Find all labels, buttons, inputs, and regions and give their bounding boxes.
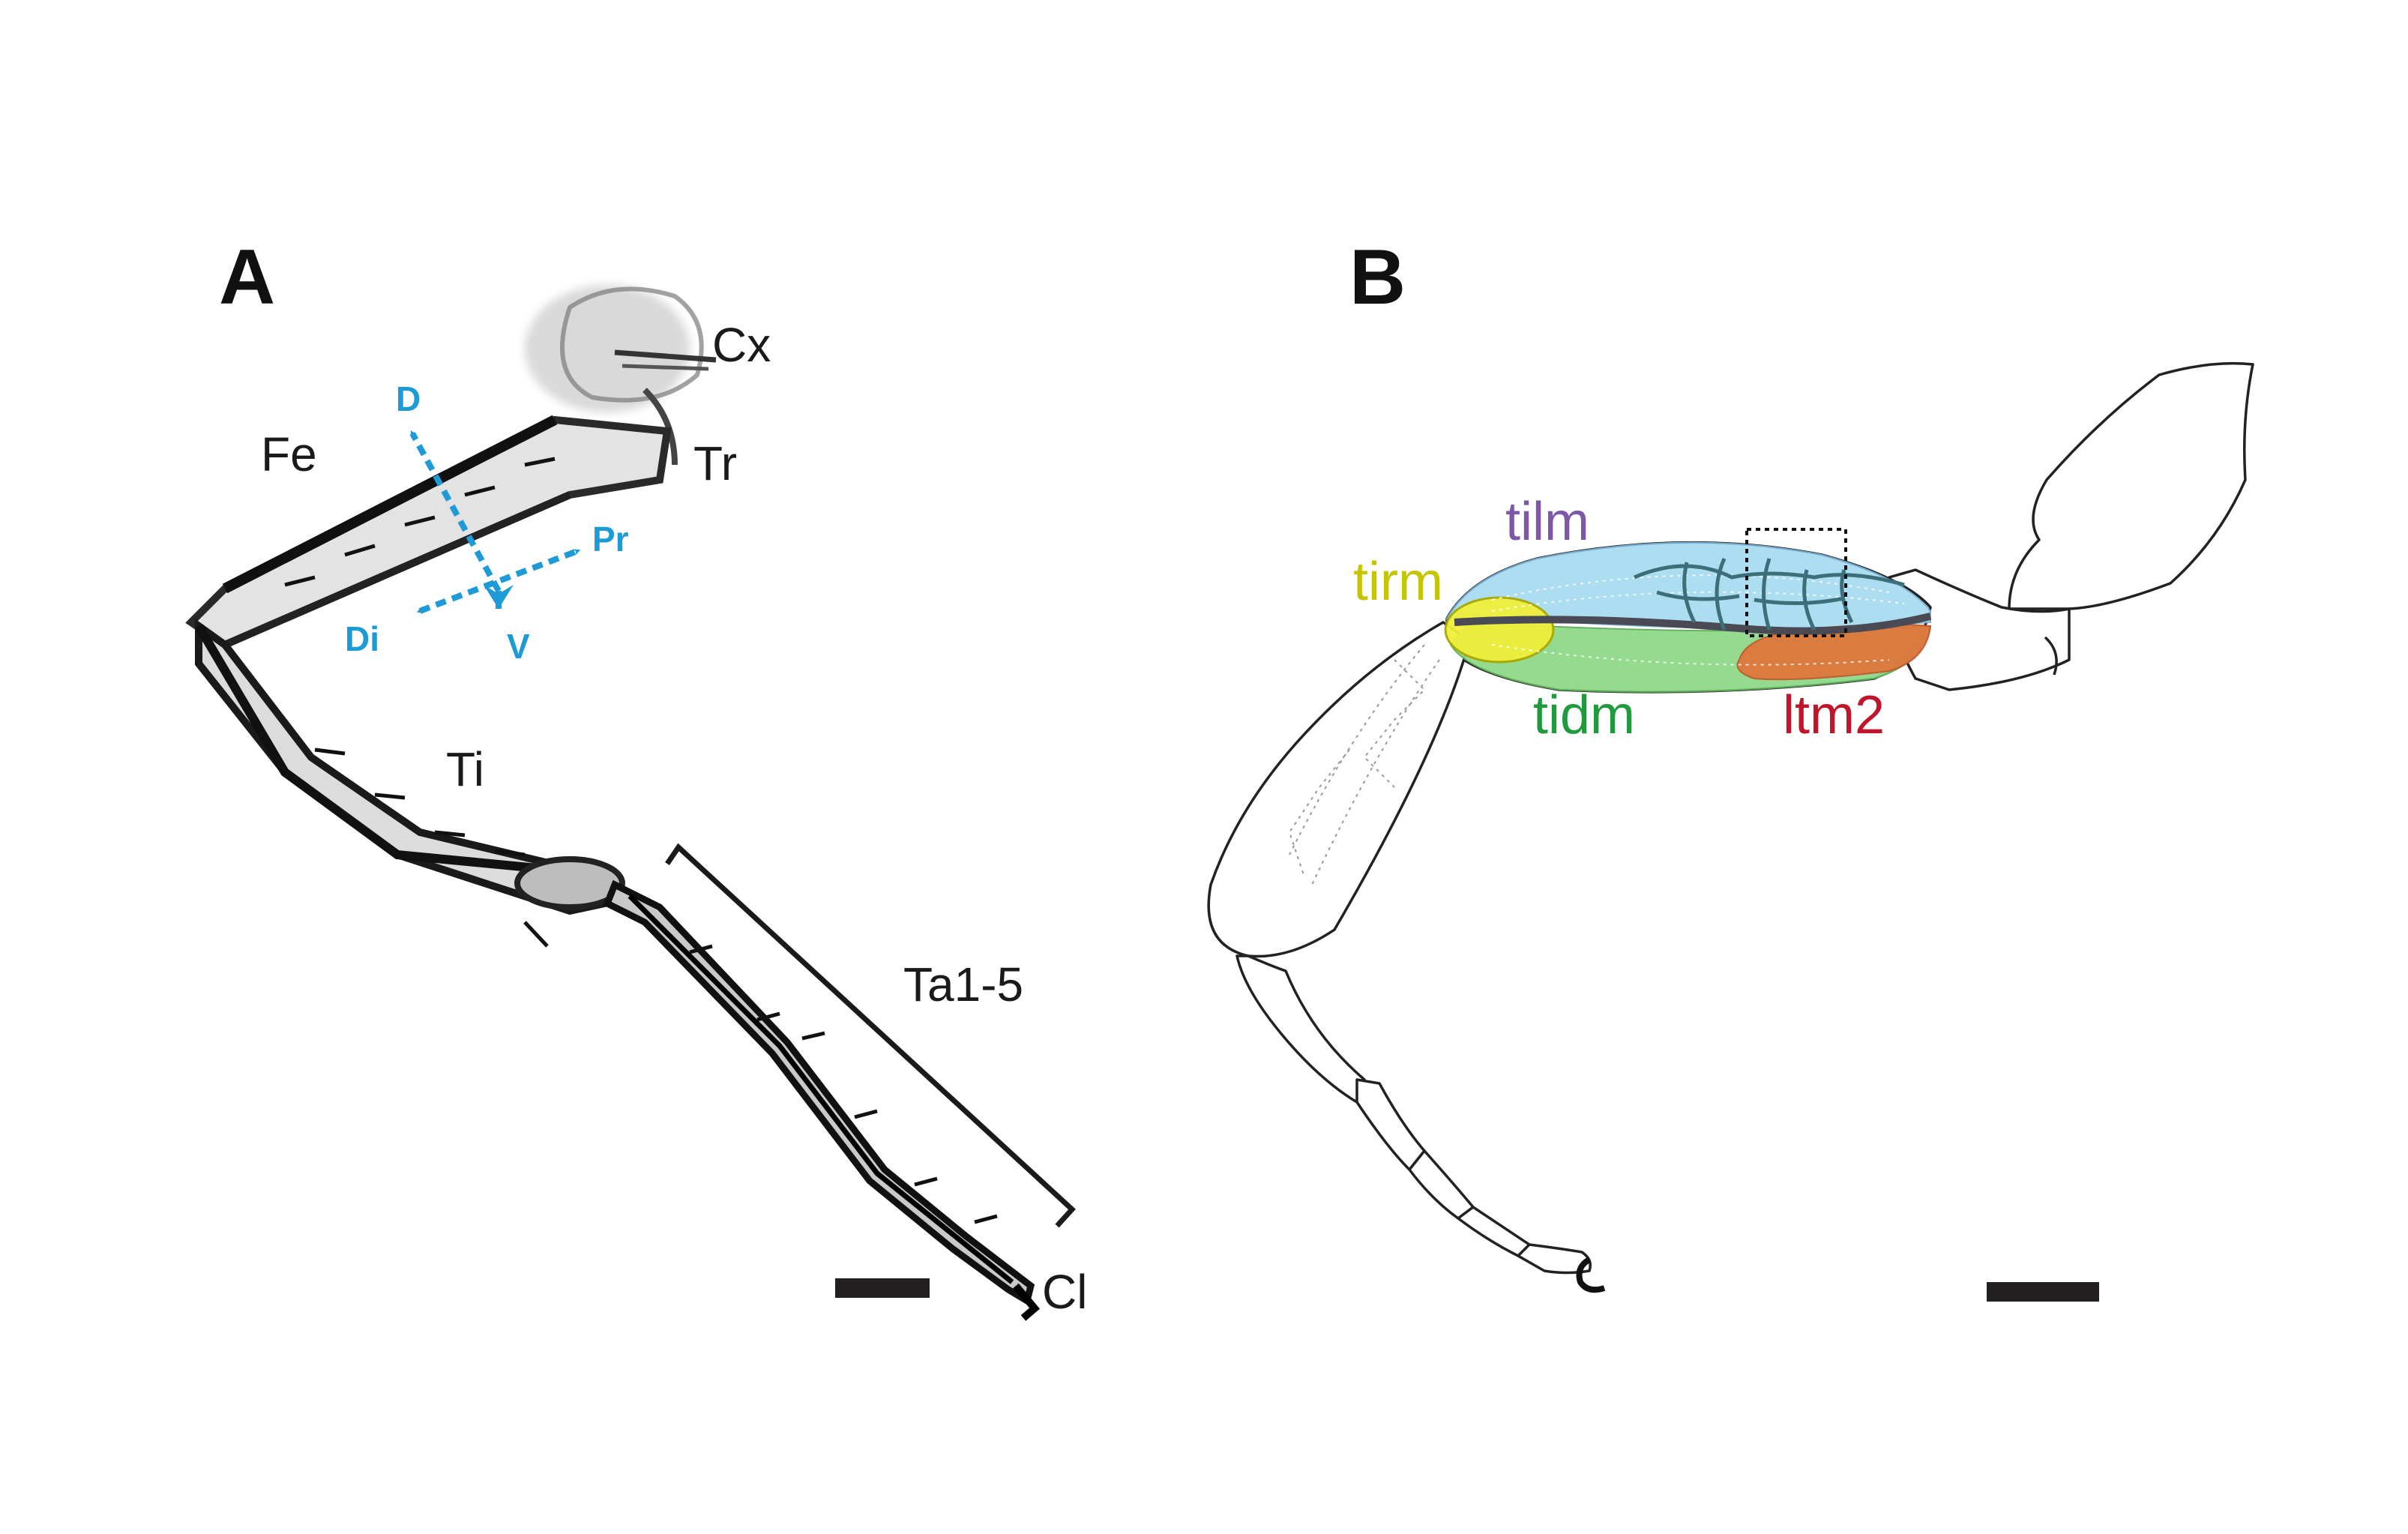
axis-label-ventral: V: [507, 627, 530, 666]
tirm-muscle-icon: [1444, 596, 1555, 664]
tarsus-bracket-icon: [665, 843, 1076, 1228]
label-coxa: Cx: [712, 318, 771, 372]
axis-label-distal: Di: [345, 619, 379, 658]
label-tibia: Ti: [446, 742, 484, 796]
leg-outline-icon: [1207, 361, 2254, 1293]
tendon-icon: [1454, 613, 1932, 635]
label-tilm: tilm: [1505, 492, 1589, 552]
muscle-fills: [1444, 541, 1932, 693]
axis-label-dorsal: D: [396, 379, 421, 418]
label-femur: Fe: [261, 427, 317, 481]
scale-bar-b-icon: [1987, 1282, 2099, 1302]
label-claw: Cl: [1042, 1265, 1087, 1319]
label-ltm2: ltm2: [1783, 685, 1885, 745]
axis-cross-icon: [409, 430, 581, 614]
scale-bar-a-icon: [835, 1278, 930, 1298]
label-tidm: tidm: [1533, 685, 1635, 745]
trachea-icon: [1634, 557, 1905, 631]
label-trochanter: Tr: [693, 436, 737, 490]
inset-box-icon: [1745, 528, 1847, 637]
label-tarsus: Ta1-5: [903, 957, 1023, 1011]
axis-label-proximal: Pr: [592, 520, 629, 559]
panel-a: A: [185, 234, 1087, 1321]
panel-b-letter: B: [1349, 234, 1406, 321]
panel-a-letter: A: [219, 234, 275, 321]
leg-photo-icon: [185, 285, 1040, 1321]
label-tirm: tirm: [1353, 552, 1443, 612]
panel-b: B: [1207, 234, 2254, 1302]
